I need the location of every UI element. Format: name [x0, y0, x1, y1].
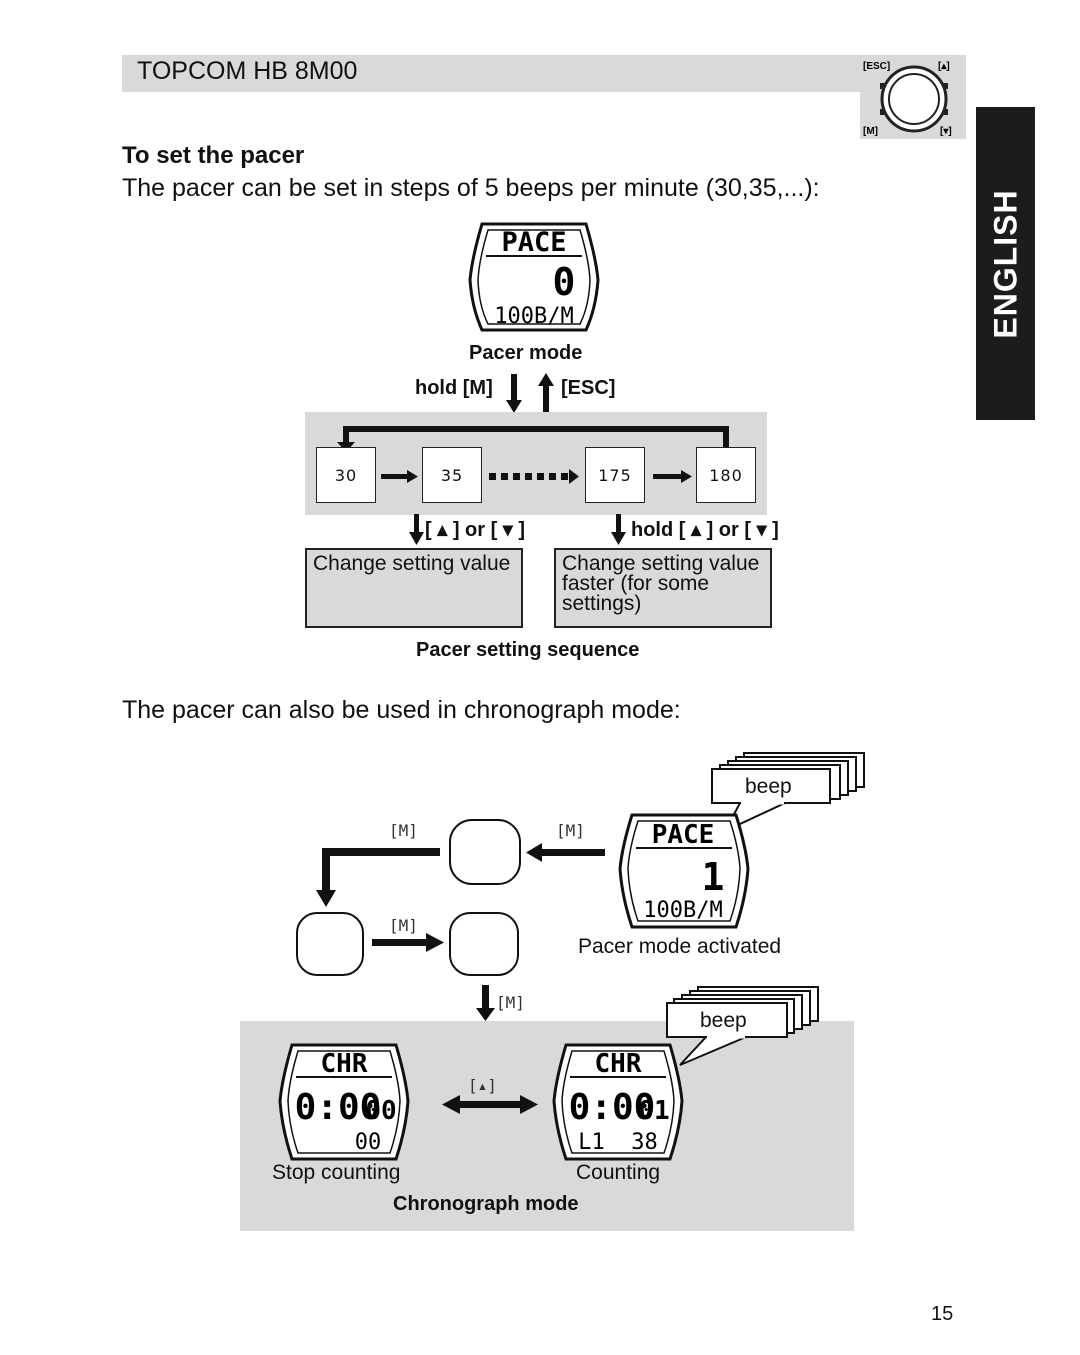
buttons-label: [ ▴ ] or [ ▾ ] — [425, 519, 526, 541]
sequence-box-30: 30 — [316, 447, 376, 503]
sequence-loop-arrow — [337, 426, 729, 484]
change-faster-box: Change setting value faster (for some se… — [554, 548, 772, 628]
m-label: [M] — [863, 126, 878, 137]
pace-watch-title: PACE — [652, 820, 715, 850]
down-label: [▾] — [940, 126, 952, 137]
stop-line3: 00 — [355, 1130, 382, 1155]
chr-stop-watch: CHR 0:00 00 00 — [278, 1043, 410, 1161]
pace-watch-value: 1 — [702, 855, 725, 899]
beep-label-top: beep — [745, 775, 792, 798]
sequence-box-175: 175 — [585, 447, 645, 503]
pace-value: 0 — [553, 260, 576, 304]
count-seconds: 01 — [638, 1096, 669, 1126]
beep-stack-bottom — [666, 986, 819, 1066]
section-title: To set the pacer — [122, 142, 305, 169]
chrono-caption: Chronograph mode — [393, 1193, 579, 1215]
chrono-intro: The pacer can also be used in chronograp… — [122, 696, 681, 724]
m-label-1: [M] — [389, 821, 418, 840]
esc-label: [ESC] — [863, 61, 890, 72]
down-arrow-icon — [611, 514, 626, 545]
up-label: [▴] — [468, 1076, 497, 1095]
pacer-activated-label: Pacer mode activated — [578, 935, 782, 958]
stop-time: 0:00 — [295, 1087, 382, 1128]
m-label-2: [M] — [556, 821, 585, 840]
pace-watch-unit: 100B/M — [643, 898, 722, 923]
m-label-3: [M] — [389, 916, 418, 935]
hold-m-label: hold [M] — [415, 377, 493, 399]
stop-counting-label: Stop counting — [272, 1161, 401, 1184]
counting-label: Counting — [576, 1161, 661, 1184]
stop-seconds: 00 — [365, 1096, 396, 1126]
up-label: [▴] — [938, 61, 950, 72]
count-title: CHR — [595, 1049, 642, 1079]
hold-buttons-label: hold [ ▴ ] or [ ▾ ] — [631, 519, 779, 541]
change-value-box: Change setting value — [305, 548, 523, 628]
pacer-mode-caption: Pacer mode — [469, 342, 583, 364]
pace-watch: PACE 1 100B/M — [618, 813, 750, 929]
count-line3: L1 38 — [578, 1130, 657, 1155]
esc-label: [ESC] — [561, 377, 616, 399]
section-intro: The pacer can be set in steps of 5 beeps… — [122, 174, 820, 202]
hold-m-esc-arrows — [506, 373, 554, 413]
down-arrow-icon — [409, 514, 424, 545]
header-bar — [122, 55, 862, 92]
m-label-4: [M] — [496, 993, 525, 1012]
watch-buttons-icon: [ESC] [▴] [M] [▾] — [860, 55, 966, 139]
chrono-diagram: PACE 1 100B/M CHR 0:00 00 00 CHR 0:00 01… — [278, 752, 865, 1161]
pacer-display: PACE 0 100B/M — [468, 222, 600, 332]
language-label: ENGLISH — [987, 188, 1023, 339]
sequence-caption: Pacer setting sequence — [416, 639, 640, 661]
language-tab: ENGLISH — [976, 107, 1035, 420]
header-title: TOPCOM HB 8M00 — [137, 57, 358, 85]
sequence-box-180: 180 — [696, 447, 756, 503]
page-number: 15 — [931, 1303, 954, 1325]
pace-text: PACE — [501, 227, 566, 258]
sequence-box-35: 35 — [422, 447, 482, 503]
beep-stack-top — [711, 752, 865, 834]
stop-title: CHR — [321, 1049, 368, 1079]
chr-count-watch: CHR 0:00 01 L1 38 — [552, 1043, 684, 1161]
pace-unit: 100B/M — [494, 304, 573, 329]
count-time: 0:00 — [569, 1087, 656, 1128]
beep-label-bottom: beep — [700, 1009, 747, 1032]
